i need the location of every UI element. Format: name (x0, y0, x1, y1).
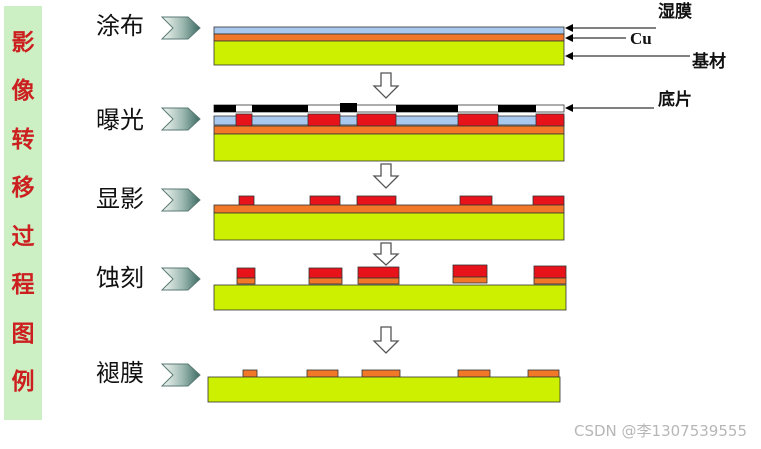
chevron-arrow-icon (160, 363, 201, 387)
phototool-opaque (396, 105, 458, 112)
phototool-opaque (340, 103, 357, 112)
copper-trace (242, 369, 258, 378)
copper-trace (533, 277, 567, 285)
exposure-stack (213, 103, 565, 162)
callout-phototool: 底片 (658, 90, 692, 110)
exposed-resist (457, 113, 499, 127)
exposed-resist (357, 266, 400, 279)
exposed-resist (356, 195, 397, 206)
side-title-char: 影 (11, 29, 35, 56)
copper-trace (306, 369, 339, 378)
step-label-exposure: 曝光 (96, 106, 144, 134)
exposed-resist (236, 267, 256, 279)
chevron-arrow-icon (160, 16, 201, 40)
exposed-resist (356, 113, 397, 127)
exposed-resist (459, 195, 493, 206)
copper-trace (361, 369, 401, 378)
chevron-arrow-icon (160, 188, 201, 212)
callout-wet-film: 湿膜 (658, 2, 692, 22)
substrate-layer (213, 212, 565, 241)
step-label-coating: 涂布 (96, 12, 144, 40)
substrate-layer (213, 40, 565, 66)
side-title-char: 程 (11, 272, 35, 299)
side-title-char: 例 (11, 369, 35, 396)
exposed-resist (533, 265, 567, 279)
side-title-char: 像 (11, 78, 35, 105)
exposed-resist (535, 113, 565, 127)
copper-trace (452, 276, 488, 284)
chevron-arrow-icon (160, 267, 201, 291)
exposed-resist (452, 264, 488, 278)
callout-substrate: 基材 (692, 52, 726, 72)
wet-film-layer (213, 26, 565, 35)
copper-trace (357, 277, 400, 285)
hollow-down-arrow-icon (372, 242, 400, 266)
step-label-etching: 蚀刻 (96, 264, 144, 292)
substrate-layer (213, 133, 565, 162)
stripping-stack (207, 369, 561, 403)
developing-stack (213, 195, 565, 241)
side-title-char: 移 (11, 175, 35, 202)
side-title-char: 转 (11, 126, 35, 153)
step-label-stripping: 褪膜 (96, 359, 144, 387)
hollow-down-arrow-icon (372, 72, 400, 99)
hollow-down-arrow-icon (372, 326, 400, 354)
exposed-resist (309, 195, 341, 206)
copper-layer (213, 33, 565, 42)
etching-stack (213, 264, 567, 311)
copper-layer (213, 125, 565, 135)
exposed-resist (307, 113, 341, 127)
watermark: CSDN @李1307539555 (574, 422, 747, 440)
copper-trace (527, 369, 560, 378)
coating-stack (213, 26, 565, 66)
copper-trace (457, 369, 491, 378)
side-title-panel: 影 像 转 移 过 程 图 例 (4, 6, 42, 420)
phototool-opaque (214, 105, 236, 112)
phototool-opaque (252, 105, 308, 112)
copper-trace (308, 277, 343, 285)
substrate-layer (207, 376, 561, 403)
copper-trace (236, 277, 256, 285)
exposed-resist (532, 195, 565, 206)
hollow-down-arrow-icon (372, 163, 400, 189)
chevron-arrow-icon (160, 107, 201, 131)
step-label-developing: 显影 (96, 185, 144, 213)
exposed-resist (238, 195, 255, 206)
side-title-char: 过 (11, 223, 35, 250)
exposed-resist (235, 113, 253, 127)
callout-cu: Cu (630, 29, 652, 48)
substrate-layer (213, 284, 567, 311)
exposed-resist (308, 267, 343, 279)
phototool-opaque (498, 105, 536, 112)
side-title-char: 图 (11, 320, 35, 347)
copper-layer (213, 204, 565, 214)
